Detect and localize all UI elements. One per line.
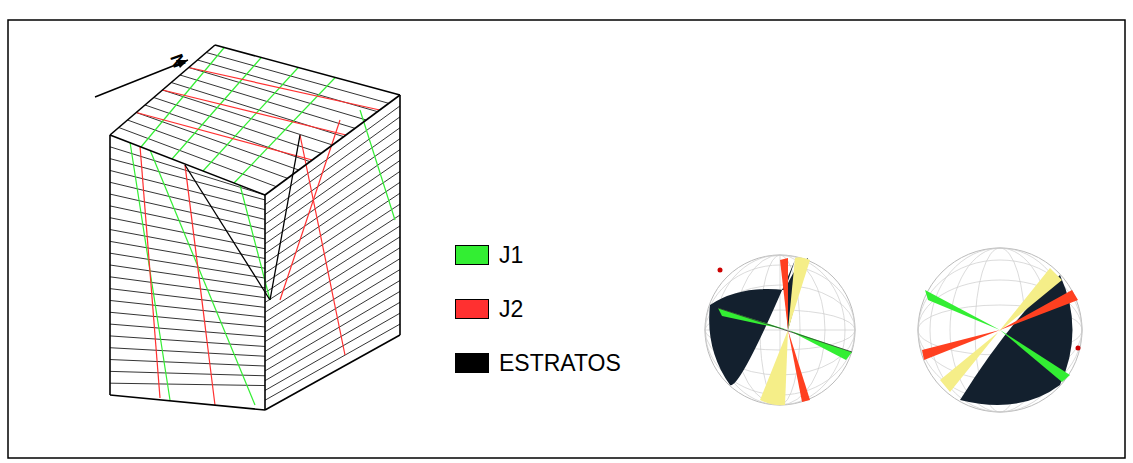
legend-text: J2 — [499, 296, 523, 323]
legend-row: J2 — [455, 294, 621, 324]
legend-swatch — [455, 299, 489, 319]
legend-text: J1 — [499, 242, 523, 269]
north-label: N — [166, 51, 190, 70]
legend: J1J2ESTRATOS — [455, 240, 621, 402]
legend-row: J1 — [455, 240, 621, 270]
legend-text: ESTRATOS — [499, 350, 621, 377]
stereonet — [705, 255, 855, 405]
legend-swatch — [455, 353, 489, 373]
legend-row: ESTRATOS — [455, 348, 621, 378]
stereonet — [918, 248, 1082, 412]
legend-swatch — [455, 245, 489, 265]
